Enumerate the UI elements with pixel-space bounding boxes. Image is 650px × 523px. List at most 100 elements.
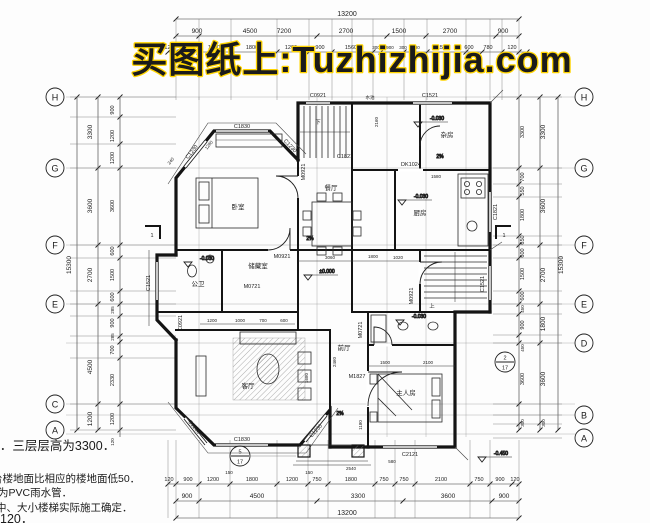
dim-label: 1800: [368, 254, 379, 259]
tick-mark: [489, 498, 495, 504]
detail-number: 17: [237, 460, 243, 466]
door-stairhall: [418, 261, 443, 285]
dim-label: 780: [483, 45, 492, 51]
dim-label: 300: [520, 419, 525, 427]
axis-bubble: A: [574, 428, 594, 448]
dim-label: 700: [259, 318, 267, 323]
code-c1830: C1830: [234, 437, 250, 443]
level-text: -0.450: [494, 451, 508, 457]
code-m1827: M1827: [349, 374, 366, 380]
dim-label: 900: [183, 477, 192, 483]
dim-label: 600: [412, 45, 420, 50]
level-utility: -0.030: [413, 116, 448, 128]
axis-label: F: [52, 241, 58, 251]
stairs-top: [300, 106, 350, 158]
code-m0721: M0721: [244, 284, 261, 290]
dim-label: 1580: [431, 174, 442, 179]
tick-mark: [479, 49, 485, 55]
dim-label: 3600: [110, 200, 116, 212]
dim-label: 1500: [110, 269, 116, 281]
extension-lines: [70, 19, 562, 518]
axis-bubble: F: [574, 235, 594, 255]
window-c1230-topleft: [183, 139, 208, 169]
dim-label: 120: [110, 438, 115, 446]
axis-label: F: [581, 241, 587, 251]
code-c1830: C1830: [234, 124, 250, 130]
dim-label: 1200: [207, 477, 219, 483]
dim-label: 1800: [246, 477, 258, 483]
axis-bubble: B: [574, 405, 594, 425]
level-text: -0.030: [412, 314, 426, 320]
dim-label: 1000: [235, 318, 246, 323]
dim-label: 2460: [332, 356, 337, 367]
dim-label: 15300: [66, 256, 73, 274]
dim-label: 15300: [558, 256, 565, 274]
dim-label: 600: [520, 248, 526, 257]
code-m0921: M0921: [409, 288, 415, 305]
detail-number: 2: [503, 356, 506, 362]
toilet: [187, 264, 197, 278]
dim-label: 450: [520, 305, 525, 313]
code-c1521: C1521: [480, 276, 486, 292]
grid-lines: [66, 96, 575, 437]
code-c1821: C1821: [493, 204, 499, 220]
dim-label: 1500: [380, 360, 391, 365]
stove: [460, 177, 486, 199]
dim-label: 900: [499, 493, 510, 500]
dim-label: 13200: [337, 510, 357, 517]
axis-label: G: [580, 164, 587, 174]
closet: [215, 133, 283, 148]
dim-label: 240: [167, 156, 176, 165]
dim-label: 900: [110, 105, 116, 114]
coffee-table: [256, 353, 280, 385]
dim-label: 3060: [325, 255, 336, 260]
detail-number: 17: [502, 366, 508, 372]
axis-bubble: E: [45, 294, 65, 314]
slope-label: 2%: [336, 411, 344, 417]
tick-mark: [423, 33, 429, 39]
dim-label: 600: [464, 45, 473, 51]
interior-dims: 3060 1020 1200 1000 700 600 1500 2100 24…: [167, 116, 455, 430]
level-text: -0.030: [200, 256, 214, 262]
dim-label: 900: [110, 318, 116, 327]
level-outdoor: -0.450: [477, 451, 512, 463]
dim-label: 150: [225, 470, 233, 475]
axis-bubble: H: [45, 87, 65, 107]
room-label-bedroom: 卧室: [232, 202, 246, 211]
tick-mark: [378, 49, 384, 55]
axis-bubbles-right: H G F E D B A: [574, 87, 594, 448]
note-line: 台楼地面比相应的楼地面低50．: [0, 472, 140, 485]
room-label-bath: 公卫: [192, 280, 206, 288]
dim-label: 4500: [250, 493, 265, 500]
axis-bubble: H: [574, 87, 594, 107]
dim-label: 1200: [110, 130, 116, 142]
furniture: [187, 133, 489, 466]
sofa: [239, 331, 297, 345]
tick-mark: [555, 427, 561, 433]
level-zero: ±0.000: [303, 269, 338, 281]
tick-mark: [384, 33, 390, 39]
code-m0721: M0721: [358, 322, 364, 339]
door-storage: [267, 227, 291, 252]
stair-down-label: 下: [315, 119, 321, 126]
door-master: [366, 371, 403, 407]
axis-bubble: F: [45, 235, 65, 255]
dim-label: 3600: [540, 198, 547, 213]
note-line: 120．: [0, 512, 33, 523]
room-label-utility: 杂房: [441, 130, 454, 139]
door-bath-master: [373, 326, 393, 347]
dim-label: 900: [520, 320, 526, 329]
dim-label: 1500: [392, 28, 407, 35]
dim-label: 900: [386, 45, 394, 50]
dim-label: 2700: [87, 267, 94, 282]
dim-label: 285: [110, 333, 115, 341]
level-master-bath: -0.030: [395, 314, 427, 326]
room-label-kitchen: 厨房: [414, 208, 427, 217]
stairs-right: [424, 252, 487, 302]
note-line: 00．三层层高为3300．: [0, 438, 115, 453]
window-c1230-bottomleft: [183, 416, 208, 446]
dim-label: 1800: [520, 209, 526, 221]
roof-eave-lines: [148, 89, 504, 461]
